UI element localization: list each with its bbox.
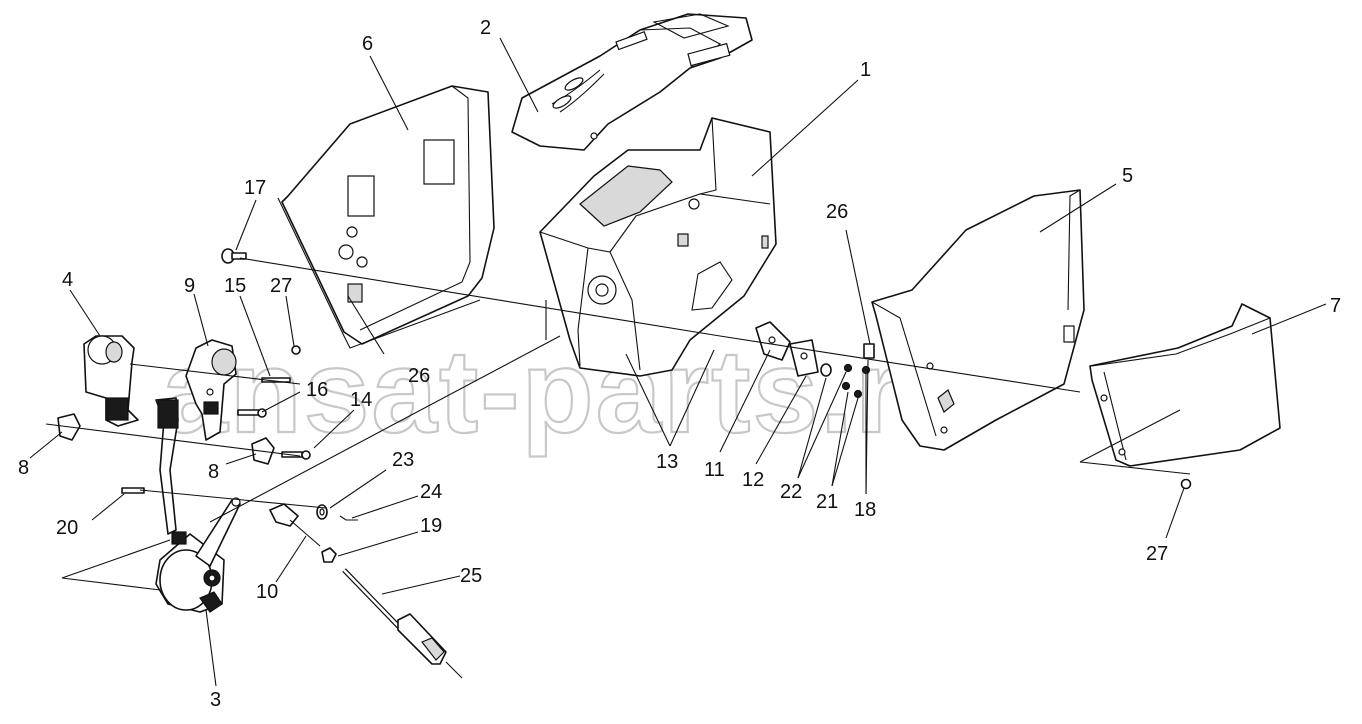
- callout-16: 16: [306, 379, 328, 401]
- part-2-top-console: [511, 13, 753, 151]
- part-25-cable: [342, 568, 463, 679]
- callout-5: 5: [1122, 165, 1133, 187]
- callout-9: 9: [184, 275, 195, 297]
- callout-20: 20: [56, 517, 78, 539]
- callout-24: 24: [420, 481, 442, 503]
- callout-10: 10: [256, 581, 278, 603]
- callout-8-left: 8: [18, 457, 29, 479]
- callout-17: 17: [244, 177, 266, 199]
- leader-lines: [29, 37, 1327, 687]
- callout-14: 14: [350, 389, 372, 411]
- callout-6: 6: [362, 33, 373, 55]
- callout-21: 21: [816, 491, 838, 513]
- callout-27-right: 27: [1146, 543, 1168, 565]
- callout-4: 4: [62, 269, 73, 291]
- callout-23: 23: [392, 449, 414, 471]
- callout-25: 25: [460, 565, 482, 587]
- callout-labels: 1 2 6 5 7 17 26 4 9 15 27 26 16 14 8 8 2…: [18, 17, 1341, 711]
- part-10-fork: [269, 503, 321, 547]
- callout-2: 2: [480, 17, 491, 39]
- callout-7: 7: [1330, 295, 1341, 317]
- callout-15: 15: [224, 275, 246, 297]
- callout-11: 11: [704, 459, 725, 481]
- part-6-left-cover: [277, 85, 495, 349]
- callout-27-left: 27: [270, 275, 292, 297]
- part-1-central-housing: [539, 117, 777, 377]
- callout-22: 22: [780, 481, 802, 503]
- part-9-bracket: [185, 339, 237, 441]
- callout-1: 1: [860, 59, 871, 81]
- callout-3: 3: [210, 689, 221, 711]
- part-5-right-cover: [871, 189, 1085, 451]
- part-7-rear-cover: [1089, 303, 1281, 467]
- callout-26-lower: 26: [408, 365, 430, 387]
- callout-19: 19: [420, 515, 442, 537]
- callout-12: 12: [742, 469, 764, 491]
- part-4-bracket: [83, 335, 139, 427]
- callout-18: 18: [854, 499, 876, 521]
- callout-26-upper: 26: [826, 201, 848, 223]
- callout-8-right: 8: [208, 461, 219, 483]
- callout-13: 13: [656, 451, 678, 473]
- part-3-lever-assembly: [155, 397, 241, 613]
